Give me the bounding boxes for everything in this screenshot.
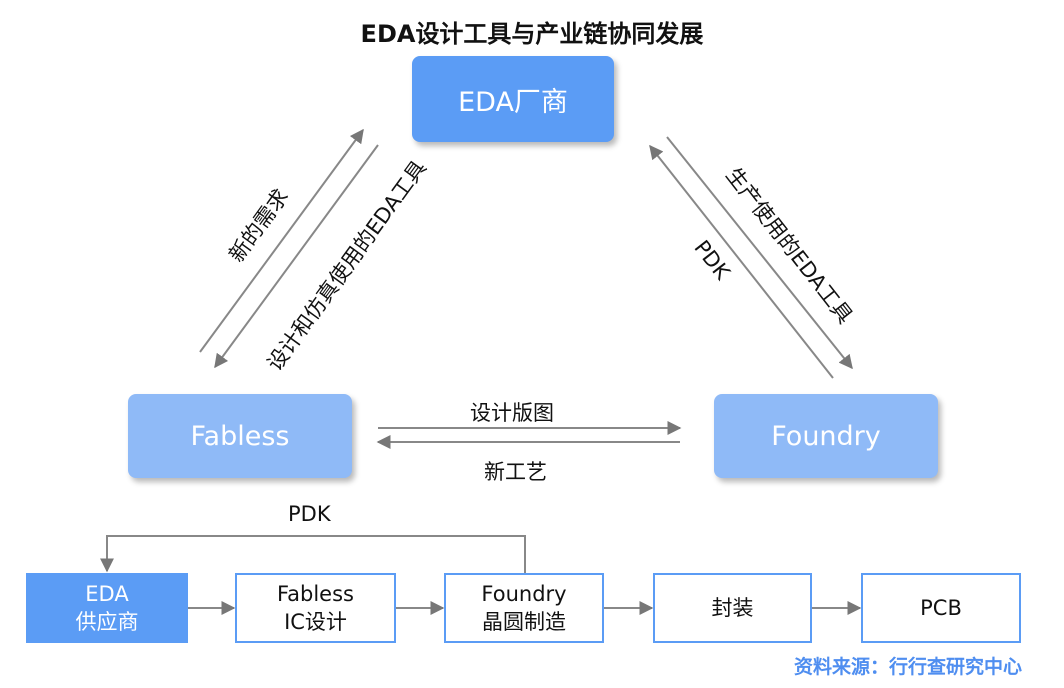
label-chain-feedback: PDK xyxy=(288,502,331,526)
chain-packaging: 封装 xyxy=(653,573,812,643)
chain-line1: 封装 xyxy=(711,596,754,620)
node-eda-vendor: EDA厂商 xyxy=(412,56,614,142)
chain-feedback-arrow xyxy=(100,535,526,573)
arrow-fabless-to-eda xyxy=(214,144,379,369)
chain-line2: IC设计 xyxy=(284,610,347,634)
node-foundry: Foundry xyxy=(714,394,938,478)
chain-fabless-ic-design: Fabless IC设计 xyxy=(235,573,396,643)
chain-eda-supplier: EDA 供应商 xyxy=(26,573,188,643)
chain-line1: EDA xyxy=(85,582,129,606)
node-fabless: Fabless xyxy=(128,394,352,478)
chain-line1: Fabless xyxy=(277,582,354,606)
arrow-eda-to-fabless xyxy=(199,128,364,353)
diagram-title: EDA设计工具与产业链协同发展 xyxy=(360,20,704,48)
chain-line1: PCB xyxy=(920,596,962,620)
arrow-eda-to-foundry xyxy=(666,136,853,370)
chain-line2: 供应商 xyxy=(75,610,139,634)
source-note: 资料来源：行行查研究中心 xyxy=(793,656,1022,678)
label-foundry-to-fabless: 新工艺 xyxy=(484,460,547,484)
chain-line2: 晶圆制造 xyxy=(482,610,566,634)
chain-pcb: PCB xyxy=(861,573,1021,643)
chain-line1: Foundry xyxy=(481,582,567,606)
chain-foundry-wafer: Foundry 晶圆制造 xyxy=(444,573,604,643)
label-fabless-to-foundry: 设计版图 xyxy=(470,401,554,425)
arrow-foundry-to-eda xyxy=(649,144,834,379)
